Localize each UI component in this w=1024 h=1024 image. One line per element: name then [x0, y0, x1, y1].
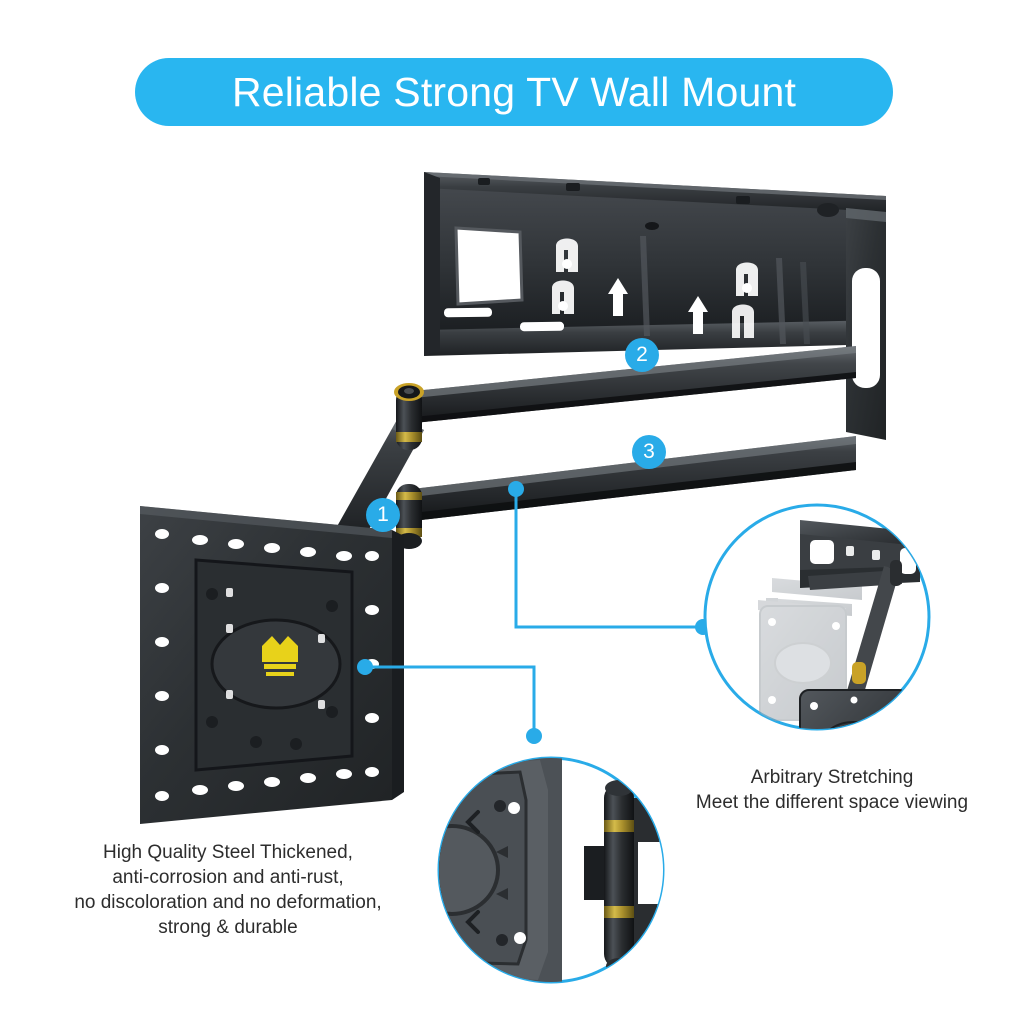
leader-dot-bottom-inset — [526, 728, 542, 744]
leader-line-stretching — [514, 489, 700, 629]
page-title: Reliable Strong TV Wall Mount — [231, 68, 797, 115]
caption-arbitrary-stretching: Arbitrary Stretching Meet the different … — [695, 767, 969, 813]
upper-extension-arm — [404, 346, 856, 424]
leader-line-steel — [365, 665, 536, 733]
title-banner: Reliable Strong TV Wall Mount — [135, 58, 893, 126]
wall-plate — [424, 172, 886, 440]
pivot-hinge-upper — [394, 383, 424, 450]
leader-dot-plate — [357, 659, 373, 675]
brand-logo-icon — [262, 636, 298, 676]
leader-dot-arm — [508, 481, 524, 497]
callout-badge-1[interactable]: 1 — [366, 498, 400, 532]
tv-bracket-plate — [140, 506, 404, 824]
hinge-closeup-inset — [437, 756, 665, 984]
callout-badge-2[interactable]: 2 — [625, 338, 659, 372]
callout-badge-3[interactable]: 3 — [632, 435, 666, 469]
caption-steel-quality: High Quality Steel Thickened, anti-corro… — [74, 842, 382, 938]
arbitrary-stretching-inset — [703, 503, 931, 731]
